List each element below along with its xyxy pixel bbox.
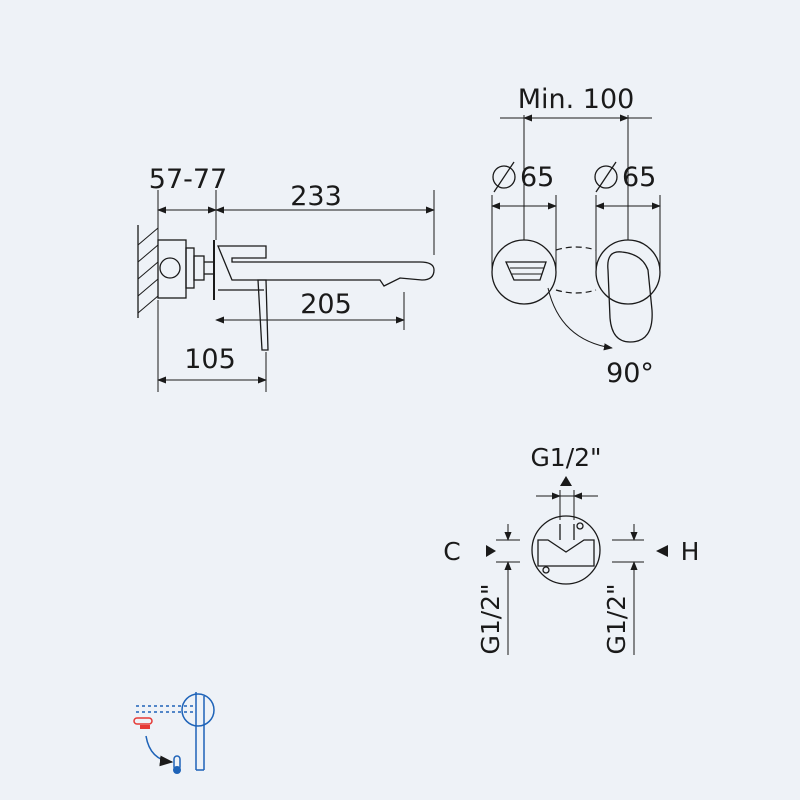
rotation-angle-label: 90° bbox=[606, 358, 654, 389]
dim-diameter-right: 65 bbox=[594, 161, 661, 210]
right-thread-label: G1/2" bbox=[602, 583, 631, 654]
spout-rosette bbox=[491, 239, 557, 305]
diameter-icon bbox=[594, 161, 618, 193]
lever-handle bbox=[607, 251, 653, 343]
dim-spout-reach: 205 bbox=[215, 289, 405, 324]
valve-body bbox=[157, 239, 215, 300]
dim-total-length-label: 233 bbox=[290, 181, 342, 212]
cold-inlet-arrow bbox=[486, 545, 496, 557]
dim-diameter-left: 65 bbox=[491, 161, 557, 210]
left-thread-label: G1/2" bbox=[476, 583, 505, 654]
dim-plate-depth: 105 bbox=[157, 344, 267, 384]
dim-diameter-left-label: 65 bbox=[520, 162, 554, 193]
dim-min-spacing: Min. 100 bbox=[500, 84, 652, 122]
hot-inlet-arrow bbox=[656, 545, 668, 557]
temperature-icon bbox=[173, 755, 181, 774]
hidden-connection-top bbox=[555, 246, 597, 251]
dim-diameter-right-label: 65 bbox=[622, 162, 656, 193]
lever bbox=[257, 279, 269, 351]
spout bbox=[217, 245, 435, 291]
rotation-arc bbox=[547, 287, 613, 351]
dim-min-spacing-label: Min. 100 bbox=[518, 84, 635, 115]
dim-spout-reach-label: 205 bbox=[300, 289, 352, 320]
dim-total-length: 233 bbox=[215, 181, 435, 214]
side-view: 57-77 233 205 105 bbox=[137, 164, 435, 392]
lever-rotation-icon bbox=[133, 692, 215, 774]
hidden-connection-bottom bbox=[555, 289, 597, 294]
dim-wall-depth-label: 57-77 bbox=[149, 164, 227, 195]
top-inlet-arrow bbox=[560, 476, 572, 486]
valve-cartridge bbox=[531, 515, 601, 585]
cold-label: C bbox=[443, 537, 460, 566]
wall-hatch bbox=[137, 225, 159, 318]
connection-view: G1/2" C G1/2" H G1/2" bbox=[443, 443, 699, 655]
spout-outlet bbox=[504, 261, 547, 281]
top-thread-label: G1/2" bbox=[530, 443, 601, 472]
diameter-icon bbox=[492, 161, 516, 193]
hot-label: H bbox=[681, 537, 700, 566]
dim-plate-depth-label: 105 bbox=[184, 344, 236, 375]
front-view: 90° Min. 100 65 65 bbox=[491, 84, 661, 389]
dim-wall-depth: 57-77 bbox=[149, 164, 227, 214]
